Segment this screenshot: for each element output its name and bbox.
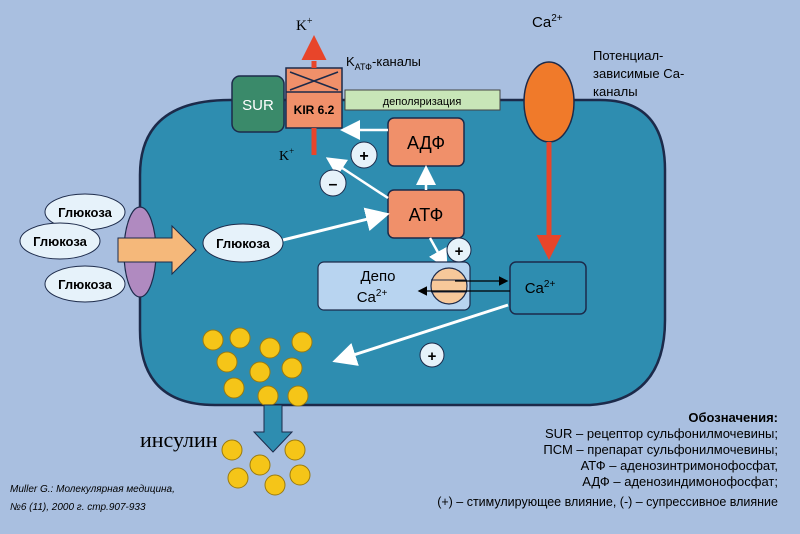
legend-title: Обозначения:	[688, 410, 778, 425]
insulin-granules-outside	[221, 439, 311, 496]
legend-line-4: АДФ – аденозиндимонофосфат;	[582, 474, 778, 489]
ca-channels-label-3: каналы	[593, 84, 638, 99]
katf-label: KАТФ-каналы	[346, 54, 421, 72]
ca-channels-label-1: Потенциал-	[593, 48, 663, 63]
k-bottom-label: K+	[279, 146, 294, 164]
minus-sign: –	[329, 176, 338, 193]
k-top-label: K+	[296, 16, 313, 34]
ca-depot	[317, 261, 471, 311]
ca-inner-label: Ca2+	[525, 279, 556, 297]
kir-label: KIR 6.2	[294, 103, 335, 117]
ca-to-insulin-arrow	[332, 303, 509, 366]
glucose-outside-label-3: Глюкоза	[58, 277, 112, 292]
atf-to-depot-arrow	[428, 237, 448, 270]
glucose-outside-3	[44, 265, 126, 303]
depolarization-bar	[344, 89, 501, 111]
legend-line-2: ПСМ – препарат сульфонилмочевины;	[543, 442, 778, 457]
plus-circle-adf	[350, 141, 378, 169]
insulin-label: инсулин	[140, 427, 218, 452]
glucose-outside-2	[19, 222, 101, 260]
citation-line-1: Muller G.: Молекулярная медицина,	[10, 484, 175, 495]
depot-channel	[430, 267, 468, 305]
atf-to-kir-arrow	[325, 157, 389, 200]
insulin-granules-inside	[202, 327, 313, 407]
depot-label-2: Ca2+	[357, 288, 388, 306]
ca-top-label: Ca2+	[532, 13, 563, 31]
plus-sign: +	[428, 348, 437, 365]
legend-line-1: SUR – рецептор сульфонилмочевины;	[545, 426, 778, 441]
minus-circle-atf	[319, 169, 347, 197]
glucose-inside	[202, 223, 284, 263]
ca-channels-label-2: зависимые Са-	[593, 66, 684, 81]
plus-circle-insulin	[419, 342, 445, 368]
glucose-entry-arrow	[117, 224, 197, 276]
plus-sign: +	[455, 243, 464, 260]
insulin-secretion-arrow	[252, 404, 294, 453]
glucose-outside-label-1: Глюкоза	[58, 205, 112, 220]
sur-label: SUR	[242, 97, 274, 114]
depot-label-1: Депо	[361, 268, 396, 285]
ca-inner-box	[509, 261, 587, 315]
sur-receptor	[231, 75, 285, 133]
kir-channel	[285, 67, 343, 129]
citation-line-2: №6 (11), 2000 г. стр.907-933	[10, 502, 146, 513]
glucose-outside-label-2: Глюкоза	[33, 234, 87, 249]
plus-sign: +	[359, 148, 368, 165]
ca-channel	[523, 61, 575, 143]
glucose-to-atf-arrow	[282, 207, 390, 242]
adf-label: АДФ	[407, 133, 445, 153]
depolarization-label: деполяризация	[383, 96, 462, 108]
legend-line-3: АТФ – аденозинтримонофосфат,	[581, 458, 778, 473]
legend-influence: (+) – стимулирующее влияние, (-) – супре…	[437, 495, 778, 509]
atf-label: АТФ	[409, 205, 444, 225]
glucose-inside-label: Глюкоза	[216, 236, 270, 251]
beta-cell	[138, 98, 667, 407]
